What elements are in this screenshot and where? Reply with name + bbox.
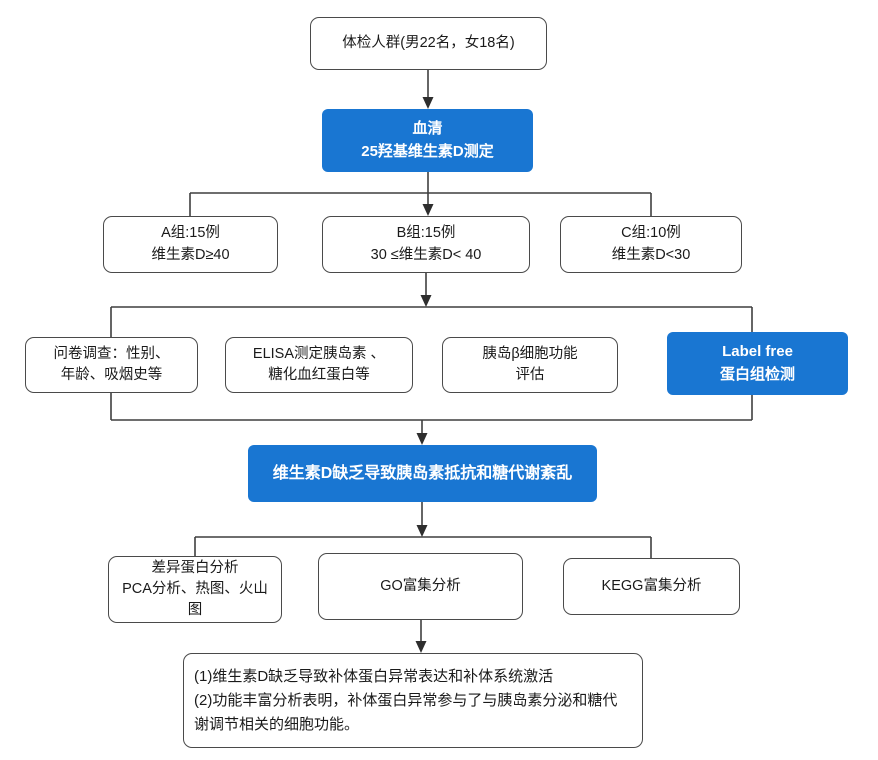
node-group-b-line2: 30 ≤维生素D< 40 bbox=[370, 246, 482, 263]
node-population: 体检人群(男22名，女18名) bbox=[310, 17, 547, 70]
node-beta-cell-line1: 胰岛β细胞功能 bbox=[482, 345, 578, 362]
node-elisa-line1: ELISA测定胰岛素 、 bbox=[252, 345, 386, 362]
node-group-c-line2: 维生素D<30 bbox=[611, 246, 691, 263]
node-serum-test: 血清 25羟基维生素D测定 bbox=[322, 109, 533, 172]
node-group-a: A组:15例 维生素D≥40 bbox=[103, 216, 278, 273]
node-questionnaire: 问卷调查：性别、 年龄、吸烟史等 bbox=[25, 337, 198, 393]
node-mid-conclusion-label: 维生素D缺乏导致胰岛素抵抗和糖代谢紊乱 bbox=[272, 464, 573, 482]
node-kegg-label: KEGG富集分析 bbox=[601, 577, 702, 594]
node-elisa-line2: 糖化血红蛋白等 bbox=[268, 367, 370, 383]
node-group-b-line1: B组:15例 bbox=[396, 225, 456, 242]
node-diff-protein-line1: 差异蛋白分析 bbox=[151, 559, 239, 576]
arrowhead-icon bbox=[416, 525, 428, 537]
connector-groups-tests bbox=[110, 273, 753, 337]
node-group-a-line1: A组:15例 bbox=[161, 225, 220, 242]
node-mid-conclusion: 维生素D缺乏导致胰岛素抵抗和糖代谢紊乱 bbox=[248, 445, 597, 502]
node-label-free-line1: Label free bbox=[722, 343, 793, 360]
node-group-a-line2: 维生素D≥40 bbox=[151, 246, 230, 263]
arrowhead-icon bbox=[416, 433, 428, 445]
connector-serum-groups bbox=[189, 172, 652, 216]
connector-tests-conclusion bbox=[110, 393, 753, 434]
node-beta-cell-function: 胰岛β细胞功能 评估 bbox=[442, 337, 618, 393]
connector-conclusion-analysis bbox=[194, 502, 652, 558]
node-questionnaire-line1: 问卷调查：性别、 bbox=[53, 345, 170, 362]
node-group-b: B组:15例 30 ≤维生素D< 40 bbox=[322, 216, 530, 273]
node-go-enrichment: GO富集分析 bbox=[318, 553, 523, 620]
node-beta-cell-line2: 评估 bbox=[515, 367, 545, 383]
node-label-free-line2: 蛋白组检测 bbox=[719, 365, 795, 383]
node-kegg-enrichment: KEGG富集分析 bbox=[563, 558, 740, 615]
arrowhead-icon bbox=[422, 204, 434, 216]
node-elisa-test: ELISA测定胰岛素 、 糖化血红蛋白等 bbox=[225, 337, 413, 393]
node-go-label: GO富集分析 bbox=[380, 577, 461, 594]
node-group-c: C组:10例 维生素D<30 bbox=[560, 216, 742, 273]
node-findings: (1)维生素D缺乏导致补体蛋白异常表达和补体系统激活 (2)功能丰富分析表明，补… bbox=[183, 653, 643, 748]
node-group-c-line1: C组:10例 bbox=[621, 225, 681, 242]
node-questionnaire-line2: 年龄、吸烟史等 bbox=[60, 367, 163, 383]
arrowhead-icon bbox=[415, 641, 427, 653]
arrowhead-icon bbox=[420, 295, 432, 307]
node-population-label: 体检人群(男22名，女18名) bbox=[342, 34, 515, 51]
arrowhead-icon bbox=[422, 97, 434, 109]
node-label-free-proteomics: Label free 蛋白组检测 bbox=[667, 332, 848, 395]
node-diff-protein-line2: PCA分析、热图、火山图 bbox=[122, 581, 268, 619]
node-serum-line1: 血清 bbox=[412, 120, 443, 137]
node-diff-protein-analysis: 差异蛋白分析 PCA分析、热图、火山图 bbox=[108, 556, 282, 623]
node-serum-line2: 25羟基维生素D测定 bbox=[361, 142, 494, 160]
node-findings-line1: (1)维生素D缺乏导致补体蛋白异常表达和补体系统激活 bbox=[194, 667, 554, 685]
node-findings-line2: (2)功能丰富分析表明，补体蛋白异常参与了与胰岛素分泌和糖代谢调节相关的细胞功能… bbox=[194, 691, 618, 733]
